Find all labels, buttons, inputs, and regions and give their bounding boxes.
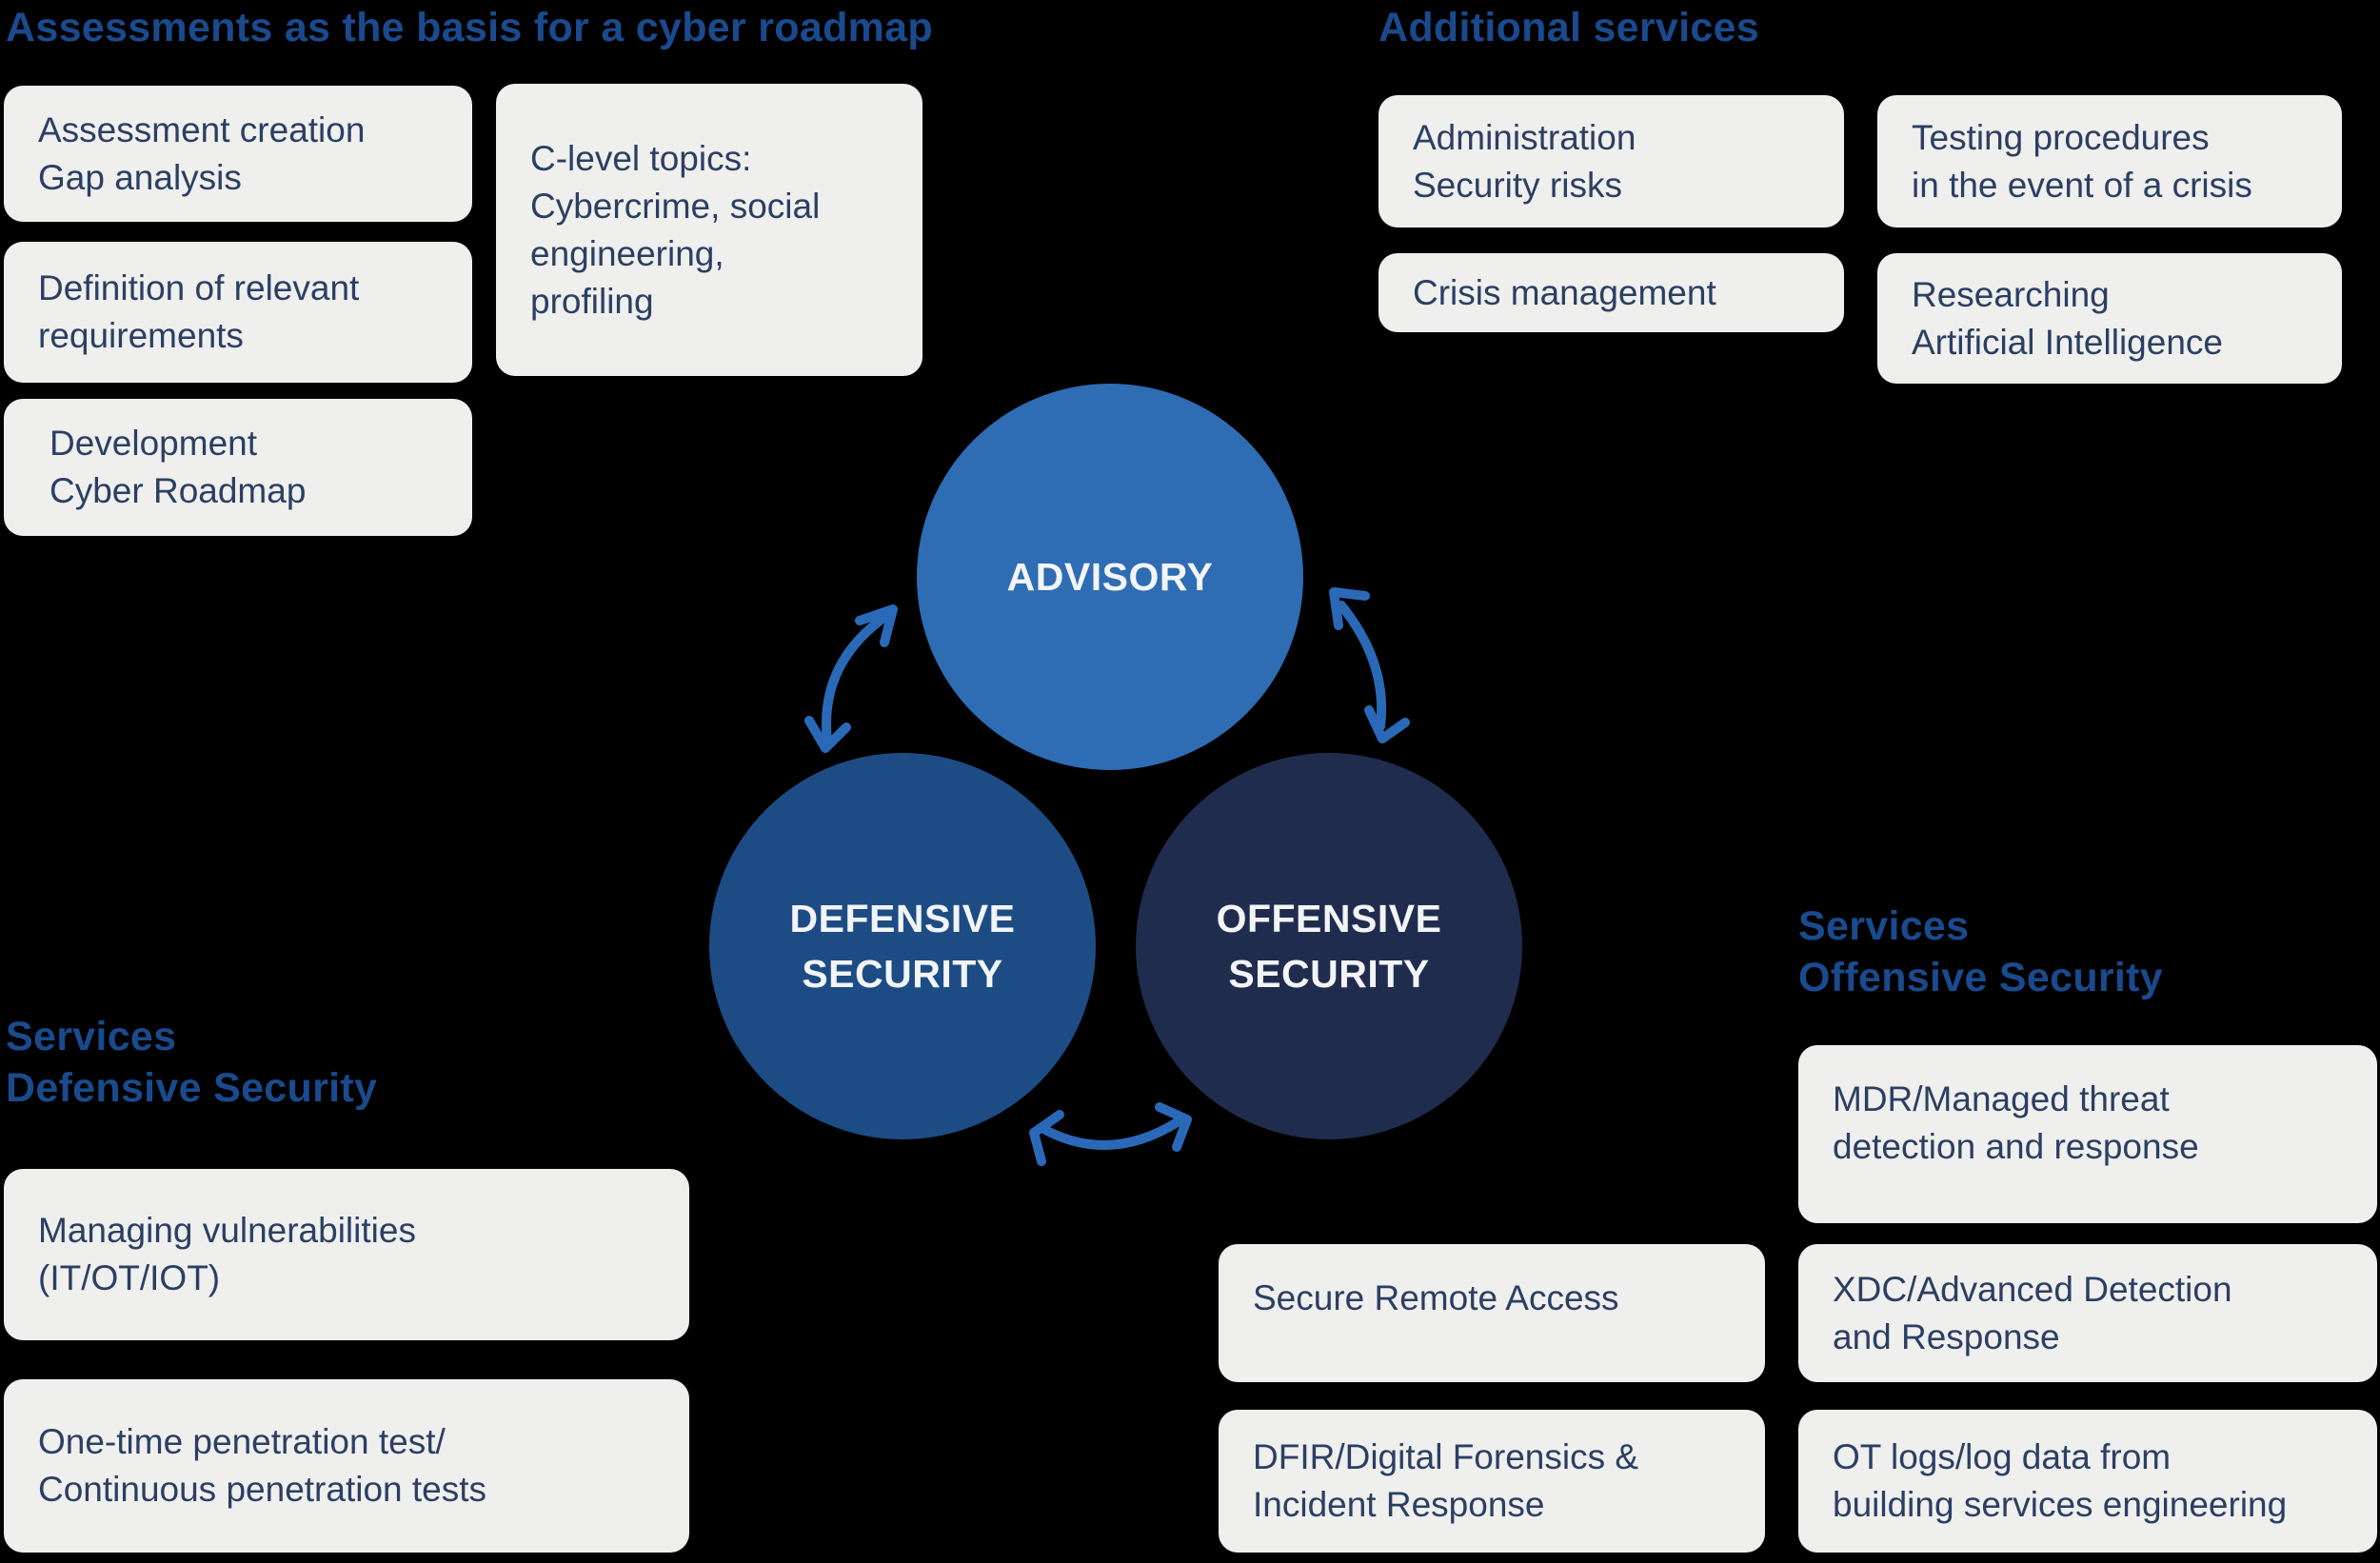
service-box-definition-requirements: Definition of relevant requirements	[4, 242, 472, 383]
advisory-circle: ADVISORY	[917, 384, 1303, 770]
service-box-secure-remote-access: Secure Remote Access	[1219, 1244, 1765, 1382]
service-box-development-cyber-roadmap: Development Cyber Roadmap	[4, 399, 472, 536]
service-box-administration-security-risks: Administration Security risks	[1378, 95, 1844, 228]
arrow-defensive-offensive-icon	[1029, 1102, 1192, 1166]
service-box-xdc: XDC/Advanced Detection and Response	[1798, 1244, 2377, 1382]
service-box-assessment-creation: Assessment creation Gap analysis	[4, 86, 472, 222]
additional-services-section-title: Additional services	[1378, 5, 1760, 50]
service-box-testing-procedures: Testing procedures in the event of a cri…	[1877, 95, 2342, 228]
arrow-advisory-defensive-icon	[804, 604, 898, 753]
service-box-managing-vulnerabilities: Managing vulnerabilities (IT/OT/IOT)	[4, 1169, 689, 1340]
defensive-services-section-title: Services Defensive Security	[6, 1014, 378, 1111]
assessments-section-title: Assessments as the basis for a cyber roa…	[6, 5, 933, 50]
arrow-advisory-offensive-icon	[1329, 587, 1410, 743]
service-box-ot-logs: OT logs/log data from building services …	[1798, 1410, 2377, 1553]
service-box-crisis-management: Crisis management	[1378, 253, 1844, 332]
defensive-security-circle: DEFENSIVE SECURITY	[709, 753, 1096, 1139]
service-box-c-level-topics: C-level topics: Cybercrime, social engin…	[496, 84, 922, 376]
service-box-mdr: MDR/Managed threat detection and respons…	[1798, 1045, 2377, 1223]
service-box-researching-ai: Researching Artificial Intelligence	[1877, 253, 2342, 384]
service-box-penetration-tests: One-time penetration test/ Continuous pe…	[4, 1379, 689, 1553]
offensive-security-circle: OFFENSIVE SECURITY	[1136, 753, 1522, 1139]
offensive-services-section-title: Services Offensive Security	[1798, 903, 2163, 1000]
service-box-dfir: DFIR/Digital Forensics & Incident Respon…	[1219, 1410, 1765, 1553]
